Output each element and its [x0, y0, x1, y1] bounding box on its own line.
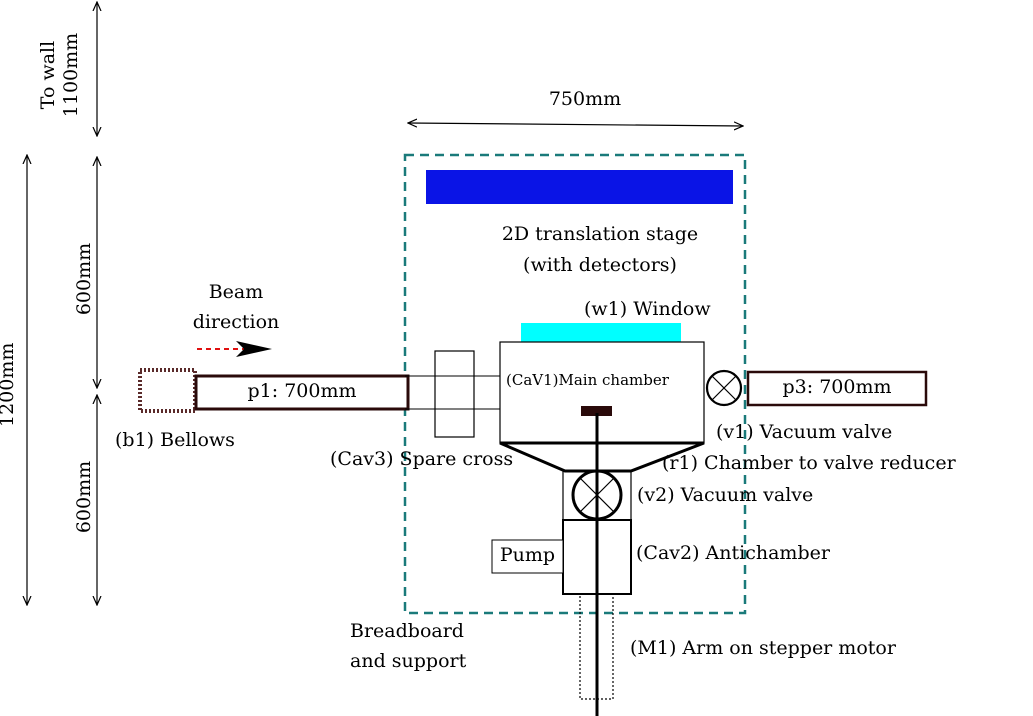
beam-label-line1: Beam — [208, 281, 264, 303]
window-label: (w1) Window — [584, 298, 711, 320]
upper-height-label: 600mm — [73, 242, 95, 316]
translation-stage — [426, 170, 733, 204]
window — [521, 323, 681, 342]
pump-label: Pump — [499, 544, 556, 566]
width-label: 750mm — [548, 88, 622, 110]
pipe-p3 — [746, 370, 928, 407]
stage-label-line1: 2D translation stage — [501, 223, 699, 245]
pipe-p1 — [194, 374, 410, 411]
lower-height-label: 600mm — [73, 460, 95, 534]
detector-holder — [581, 406, 612, 416]
main-chamber-label: (CaV1)Main chamber — [506, 371, 669, 389]
arm-label: (M1) Arm on stepper motor — [630, 637, 896, 659]
breadboard-label-line1: Breadboard — [350, 620, 464, 642]
pump-box — [491, 539, 564, 574]
to-wall-label: To wall 1100mm — [37, 30, 83, 120]
bellows — [138, 368, 197, 413]
beam-label-line2: direction — [192, 311, 280, 333]
width-arrow — [408, 123, 743, 126]
antichamber-label: (Cav2) Antichamber — [636, 542, 830, 564]
breadboard-label-line2: and support — [350, 650, 467, 672]
spare-cross — [434, 350, 475, 438]
to-wall-label-line2: 1100mm — [60, 32, 82, 118]
beam-arrow-head — [236, 341, 272, 357]
stage-label-line2: (with detectors) — [523, 254, 677, 276]
total-height-label: 1200mm — [0, 342, 18, 427]
spare-cross-label: (Cav3) Spare cross — [330, 448, 514, 470]
to-wall-label-line1: To wall — [37, 40, 59, 110]
reducer-label: (r1) Chamber to valve reducer — [662, 452, 956, 474]
p1-label: p1: 700mm — [247, 380, 357, 402]
main-chamber — [499, 341, 705, 444]
valve-v2-label: (v2) Vacuum valve — [637, 484, 814, 506]
valve-v1-label: (v1) Vacuum valve — [716, 421, 893, 443]
p3-label: p3: 700mm — [782, 376, 892, 398]
bellows-label: (b1) Bellows — [115, 429, 235, 451]
